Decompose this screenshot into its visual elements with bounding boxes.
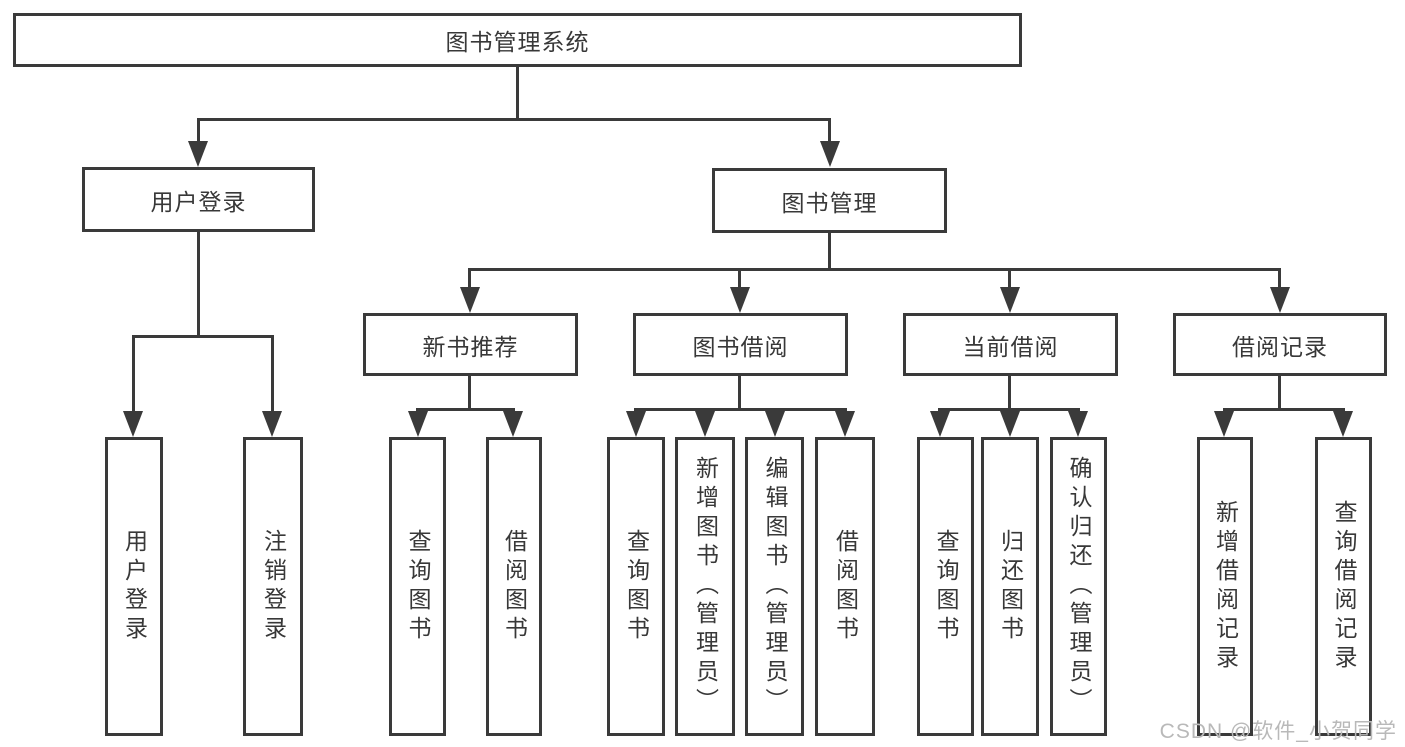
leaf-add-borrow-record: 新增借阅记录	[1197, 437, 1253, 736]
connector-drop-level2	[1278, 268, 1281, 287]
connector-root-stem	[516, 67, 519, 118]
node-root-label: 图书管理系统	[445, 29, 590, 55]
arrowhead-down-icon	[695, 411, 715, 437]
leaf-confirm-return-admin-label: 确认归还（管理员）	[1066, 456, 1092, 717]
leaf-edit-books-admin: 编辑图书（管理员）	[745, 437, 804, 736]
arrowhead-down-icon	[1270, 287, 1290, 313]
arrowhead-down-icon	[1068, 411, 1088, 437]
arrowhead-down-icon	[262, 411, 282, 437]
arrowhead-down-icon	[460, 287, 480, 313]
arrowhead-down-icon	[123, 411, 143, 437]
connector-drop-leaf	[271, 335, 274, 411]
node-current-borrow: 当前借阅	[903, 313, 1118, 376]
leaf-borrow-books-label: 借阅图书	[832, 528, 859, 645]
leaf-query-borrow-record-label: 查询借阅记录	[1331, 499, 1357, 674]
node-book-borrow-label: 图书借阅	[692, 333, 789, 360]
arrowhead-down-icon	[930, 411, 950, 437]
node-borrow-records-label: 借阅记录	[1232, 333, 1328, 360]
arrowhead-down-icon	[730, 287, 750, 313]
connector-drop-level2	[468, 268, 471, 287]
node-new-book-recommend-label: 新书推荐	[422, 333, 519, 360]
leaf-logout: 注销登录	[243, 437, 303, 736]
connector-current-rail	[938, 408, 1080, 411]
connector-drop-level2	[1008, 268, 1011, 287]
leaf-recommend-borrow-books-label: 借阅图书	[501, 528, 528, 645]
connector-records-rail	[1223, 408, 1345, 411]
leaf-add-borrow-record-label: 新增借阅记录	[1212, 499, 1239, 674]
node-user-login: 用户登录	[82, 167, 315, 232]
node-new-book-recommend: 新书推荐	[363, 313, 578, 376]
leaf-user-login-label: 用户登录	[121, 528, 148, 645]
leaf-borrow-books: 借阅图书	[815, 437, 875, 736]
leaf-return-books: 归还图书	[981, 437, 1039, 736]
arrowhead-down-icon	[626, 411, 646, 437]
csdn-watermark: CSDN @软件_小贺同学	[1159, 720, 1397, 743]
node-book-borrow: 图书借阅	[633, 313, 848, 376]
leaf-recommend-borrow-books: 借阅图书	[486, 437, 542, 736]
leaf-add-books-admin: 新增图书（管理员）	[675, 437, 735, 736]
connector-borrow-rail	[634, 408, 847, 411]
connector-records-stem	[1278, 376, 1281, 408]
node-root: 图书管理系统	[13, 13, 1022, 67]
arrowhead-down-icon	[1000, 287, 1020, 313]
connector-user-login-rail	[132, 335, 274, 338]
connector-drop-book-management	[828, 118, 831, 141]
leaf-recommend-query-books-label: 查询图书	[405, 528, 431, 645]
leaf-edit-books-admin-label: 编辑图书（管理员）	[762, 456, 788, 717]
arrowhead-down-icon	[765, 411, 785, 437]
connector-book-management-stem	[828, 233, 831, 268]
connector-root-rail	[197, 118, 831, 121]
node-book-management-label: 图书管理	[781, 189, 878, 216]
arrowhead-down-icon	[835, 411, 855, 437]
arrowhead-down-icon	[408, 411, 428, 437]
leaf-recommend-query-books: 查询图书	[389, 437, 446, 736]
connector-user-login-stem	[197, 232, 200, 335]
node-borrow-records: 借阅记录	[1173, 313, 1387, 376]
arrowhead-down-icon	[1000, 411, 1020, 437]
connector-borrow-stem	[738, 376, 741, 408]
arrowhead-down-icon	[1214, 411, 1234, 437]
leaf-current-query-books: 查询图书	[917, 437, 974, 736]
arrowhead-down-icon	[503, 411, 523, 437]
leaf-logout-label: 注销登录	[260, 528, 287, 645]
leaf-borrow-query-books: 查询图书	[607, 437, 665, 736]
leaf-user-login: 用户登录	[105, 437, 163, 736]
connector-recommend-stem	[468, 376, 471, 408]
connector-drop-user-login	[197, 118, 200, 141]
node-book-management: 图书管理	[712, 168, 947, 233]
connector-drop-leaf	[132, 335, 135, 411]
leaf-current-query-books-label: 查询图书	[933, 528, 959, 645]
leaf-return-books-label: 归还图书	[997, 528, 1024, 645]
leaf-add-books-admin-label: 新增图书（管理员）	[692, 456, 719, 717]
arrowhead-down-icon	[188, 141, 208, 167]
node-current-borrow-label: 当前借阅	[962, 333, 1059, 360]
leaf-borrow-query-books-label: 查询图书	[623, 528, 650, 645]
arrowhead-down-icon	[1333, 411, 1353, 437]
connector-recommend-rail	[416, 408, 515, 411]
node-user-login-label: 用户登录	[150, 188, 247, 215]
connector-current-stem	[1008, 376, 1011, 408]
arrowhead-down-icon	[820, 141, 840, 167]
leaf-confirm-return-admin: 确认归还（管理员）	[1050, 437, 1107, 736]
connector-drop-level2	[738, 268, 741, 287]
leaf-query-borrow-record: 查询借阅记录	[1315, 437, 1372, 736]
connector-book-management-rail	[468, 268, 1281, 271]
